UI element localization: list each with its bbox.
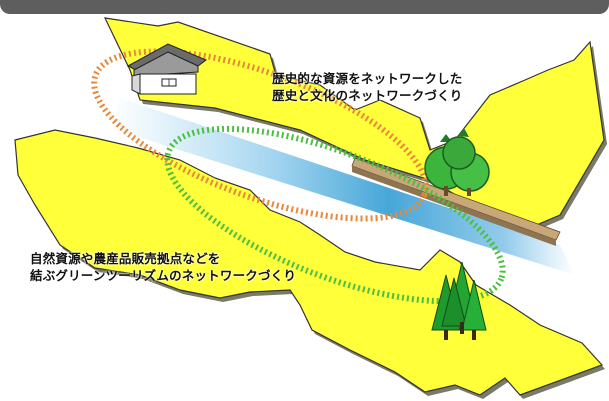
header-bar bbox=[0, 0, 609, 14]
green-network-ring bbox=[164, 125, 506, 305]
cedar-forest-icon bbox=[431, 261, 487, 340]
history-network-line-2: 歴史と文化のネットワークづくり bbox=[272, 88, 463, 103]
tree-cluster-icon bbox=[424, 128, 490, 196]
river bbox=[110, 98, 575, 275]
history-network-label: 歴史的な資源をネットワークした 歴史と文化のネットワークづくり bbox=[272, 70, 463, 104]
green-network-line-2: 結ぶグリーンツーリズムのネットワークづくり bbox=[30, 268, 297, 283]
green-network-label: 自然資源や農産品販売拠点などを 結ぶグリーンツーリズムのネットワークづくり bbox=[30, 250, 296, 284]
history-network-ring bbox=[91, 48, 429, 222]
green-network-line-1: 自然資源や農産品販売拠点などを bbox=[30, 251, 221, 266]
history-network-line-1: 歴史的な資源をネットワークした bbox=[272, 71, 463, 86]
house-icon bbox=[126, 43, 207, 95]
